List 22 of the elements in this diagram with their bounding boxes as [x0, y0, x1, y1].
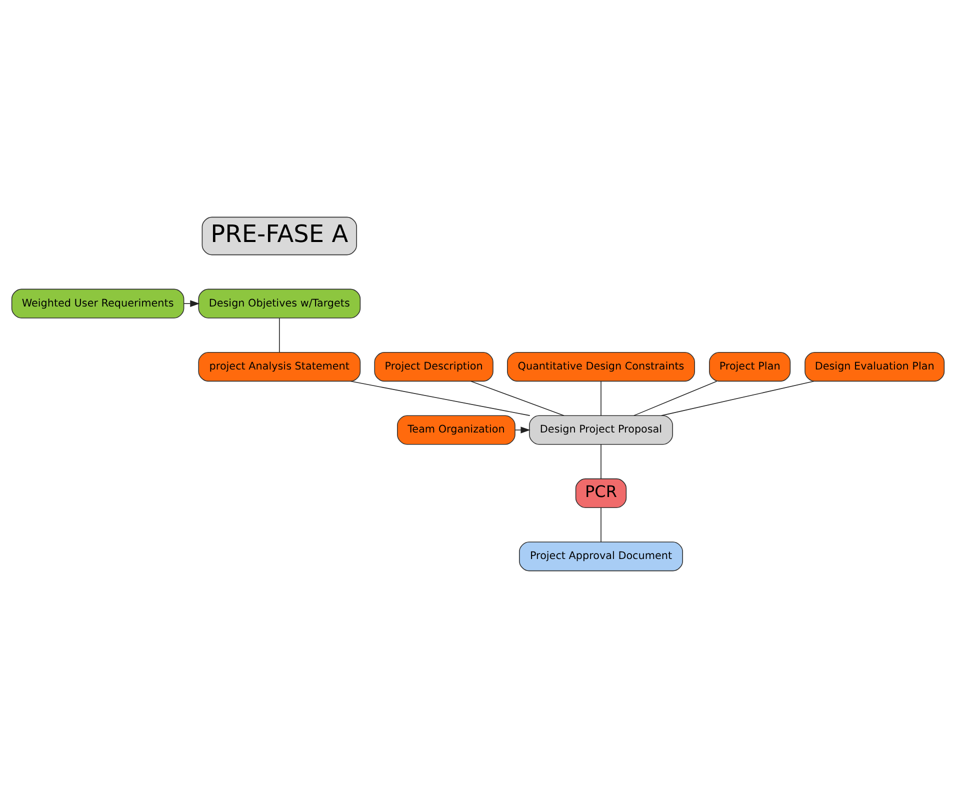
node-box: Weighted User Requeriments: [11, 288, 184, 318]
arrow: [514, 426, 530, 434]
connector: [350, 380, 530, 416]
connector: [600, 444, 602, 480]
node-box: Project Approval Document: [519, 542, 683, 572]
node-box: Quantitative Design Constraints: [507, 352, 695, 382]
node-box: Project Description: [374, 352, 494, 382]
arrow: [184, 300, 200, 307]
connector: [279, 318, 280, 353]
connector: [634, 380, 718, 416]
node-box: Design Objetives w/Targets: [198, 288, 361, 318]
connector: [661, 380, 814, 416]
node-box: PRE-FASE A: [202, 216, 357, 256]
node-box: Team Organization: [397, 415, 516, 445]
connector: [470, 380, 564, 416]
connector: [600, 380, 602, 416]
node-box: PCR: [575, 478, 627, 508]
node-box: Design Project Proposal: [529, 415, 673, 445]
node-box: Project Plan: [709, 352, 791, 382]
node-box: project Analysis Statement: [198, 352, 361, 382]
connector: [600, 507, 602, 542]
node-box: Design Evaluation Plan: [804, 352, 945, 382]
